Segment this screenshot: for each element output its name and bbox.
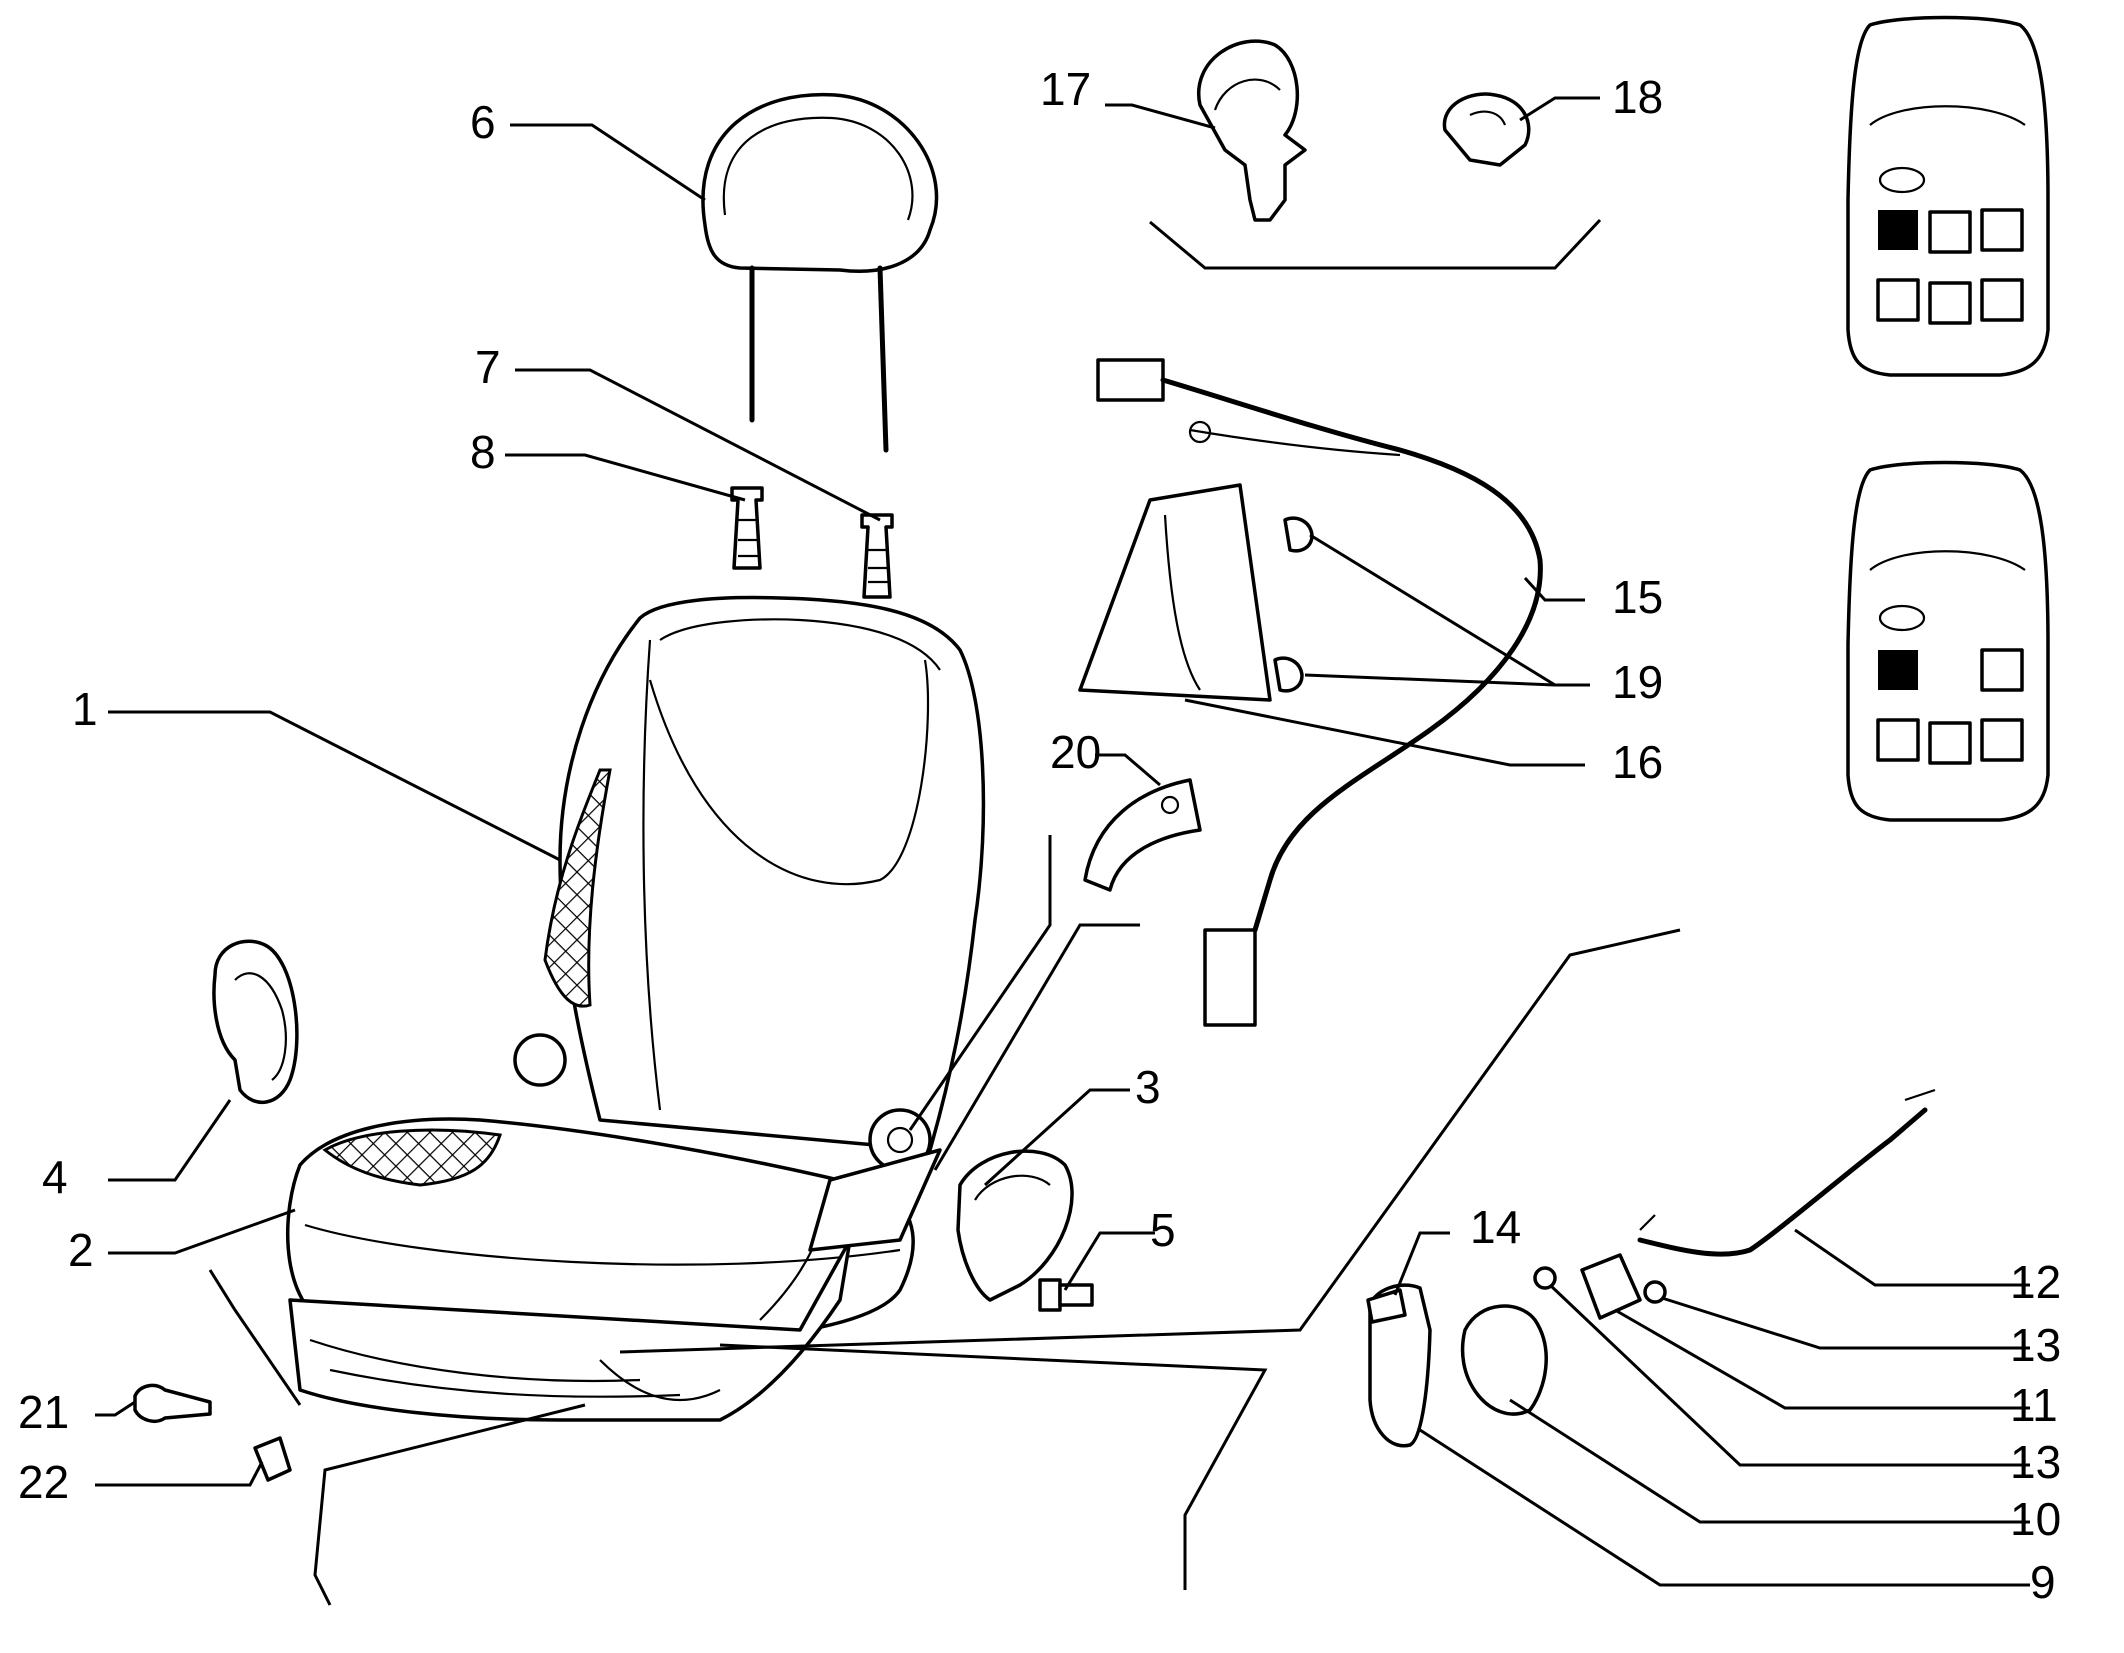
callout-7: 7 xyxy=(475,341,501,393)
callout-18: 18 xyxy=(1612,71,1663,123)
screw-5-drawing xyxy=(1038,1278,1094,1312)
callout-8: 8 xyxy=(470,426,496,478)
strap-drawing xyxy=(212,939,299,1105)
callout-20: 20 xyxy=(1050,726,1101,778)
headrest-guides-drawing xyxy=(730,486,894,599)
callout-19: 19 xyxy=(1612,656,1663,708)
callout-15: 15 xyxy=(1612,571,1663,623)
callout-13-b: 13 xyxy=(2010,1436,2061,1488)
callout-11: 11 xyxy=(2010,1379,2058,1431)
callout-3: 3 xyxy=(1135,1061,1161,1113)
callout-2: 2 xyxy=(68,1224,94,1276)
clips-drawing xyxy=(1149,39,1602,270)
callout-5: 5 xyxy=(1150,1204,1176,1256)
callout-10: 10 xyxy=(2010,1493,2061,1545)
car-top-view-icon xyxy=(1846,460,2050,822)
callout-labels: 1 2 3 4 5 6 7 8 9 10 11 12 13 13 14 15 1… xyxy=(18,63,2061,1608)
callout-13-a: 13 xyxy=(2010,1319,2061,1371)
hinge-cover-drawing xyxy=(956,1149,1074,1302)
callout-1: 1 xyxy=(72,683,98,735)
airbag-harness-drawing xyxy=(1078,358,1543,1027)
lever-mechanism-drawing xyxy=(1366,1088,1936,1448)
callout-22: 22 xyxy=(18,1456,69,1508)
seat-assembly-drawing xyxy=(285,595,986,1422)
callout-16: 16 xyxy=(1612,736,1663,788)
callout-17: 17 xyxy=(1040,63,1091,115)
callout-21: 21 xyxy=(18,1386,69,1438)
car-top-view-icon xyxy=(1846,15,2050,377)
callout-4: 4 xyxy=(42,1151,68,1203)
headrest-drawing xyxy=(701,92,939,453)
callout-12: 12 xyxy=(2010,1256,2061,1308)
leader-lines xyxy=(95,96,2030,1606)
side-trim-drawing xyxy=(1083,778,1202,892)
callout-6: 6 xyxy=(470,96,496,148)
callout-9: 9 xyxy=(2030,1556,2056,1608)
callout-14: 14 xyxy=(1470,1201,1521,1253)
screw-clip-drawing xyxy=(133,1383,292,1482)
